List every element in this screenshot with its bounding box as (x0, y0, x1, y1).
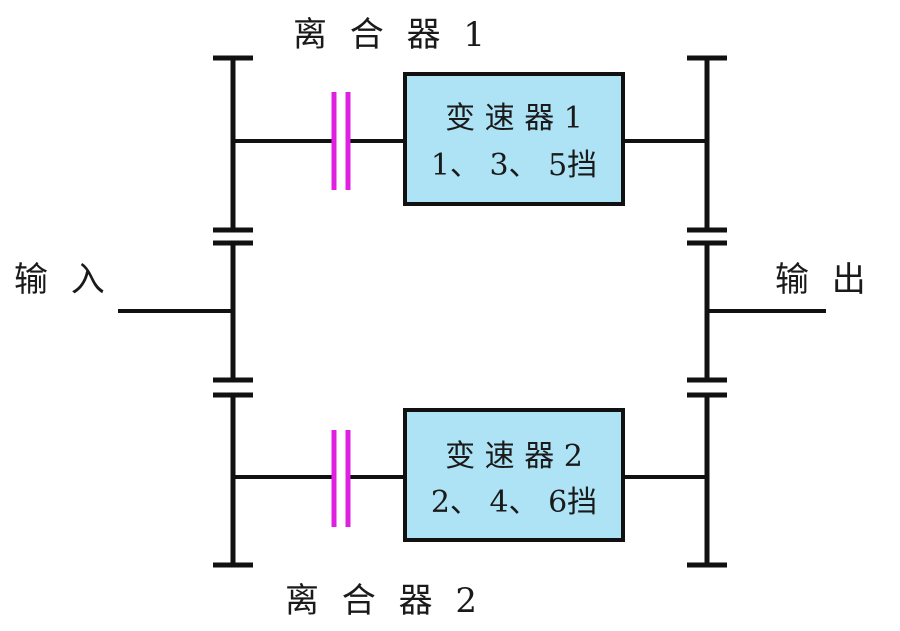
right-shaft (687, 55, 727, 568)
gearbox2: 变 速 器 2 2、 4、 6挡 (403, 408, 625, 542)
gearbox2-line2: 2、 4、 6挡 (431, 485, 597, 520)
gearbox1-box (403, 72, 625, 206)
left-shaft (213, 55, 253, 568)
input-label: 输 入 (14, 260, 111, 300)
gearbox2-box (403, 408, 625, 542)
clutch2-symbol (331, 430, 351, 527)
clutch1-label: 离 合 器 1 (293, 15, 491, 55)
clutch2-label: 离 合 器 2 (285, 581, 483, 621)
gearbox1: 变 速 器 1 1、 3、 5挡 (403, 72, 625, 206)
gearbox1-line1: 变 速 器 1 (445, 101, 583, 136)
output-label: 输 出 (775, 260, 872, 300)
clutch1-symbol (331, 92, 351, 190)
gearbox2-line1: 变 速 器 2 (445, 439, 583, 474)
gearbox1-line2: 1、 3、 5挡 (431, 148, 597, 183)
